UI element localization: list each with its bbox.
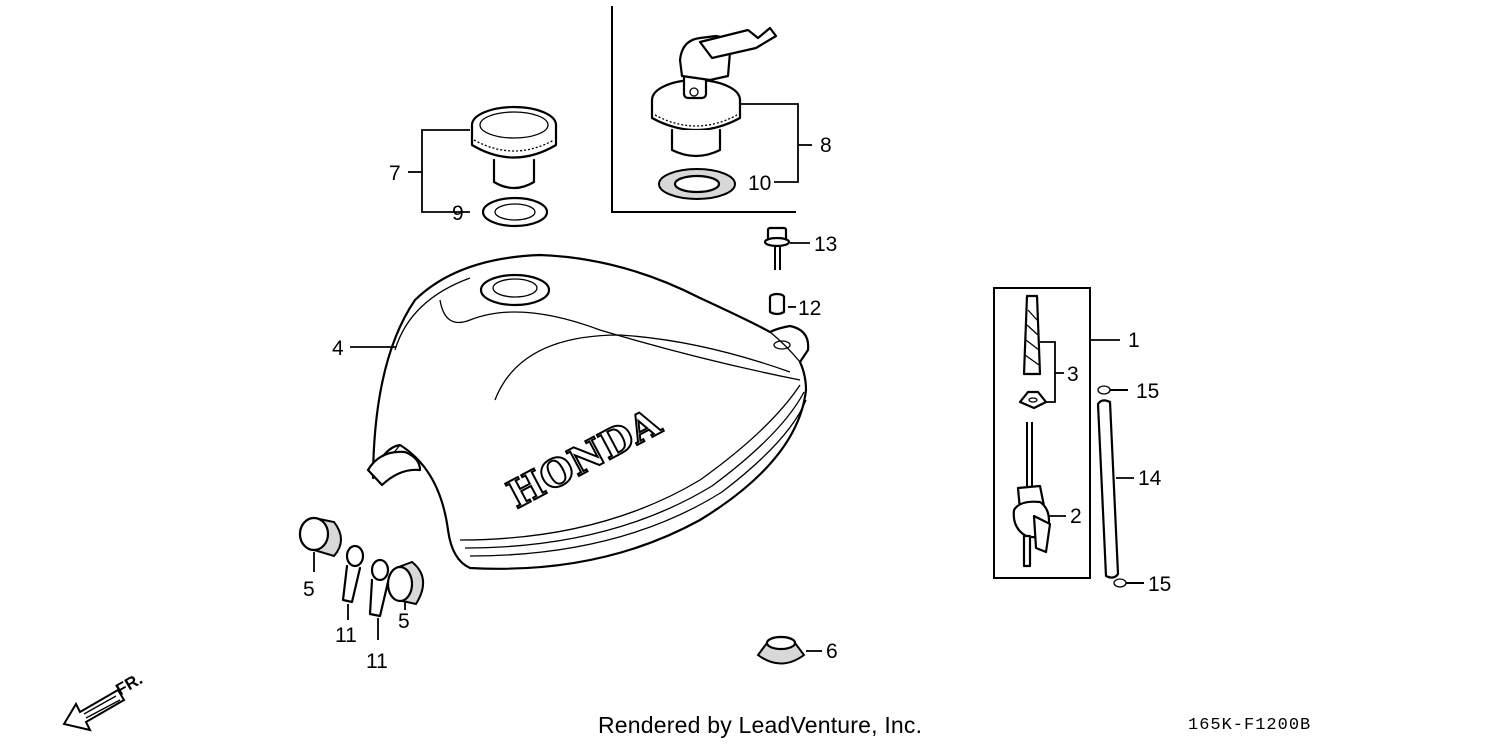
tube-clip-part-15-lower[interactable]	[1113, 578, 1144, 588]
clip-part-11-left[interactable]	[341, 544, 365, 604]
fuel-tank-part-4[interactable]: HONDA	[366, 253, 810, 570]
frame-part-8-group	[611, 6, 796, 213]
callout-9: 9	[452, 202, 464, 225]
front-direction-arrow-icon	[62, 688, 126, 732]
locking-fuel-cap-part-8[interactable]	[650, 26, 778, 158]
callout-8: 8	[820, 134, 832, 157]
bracket-8-10	[740, 103, 812, 183]
diagram-code: 165K-F1200B	[1188, 716, 1312, 735]
callout-1: 1	[1128, 329, 1140, 352]
callout-10: 10	[748, 172, 771, 195]
callout-12: 12	[798, 297, 821, 320]
callout-15-lower: 15	[1148, 573, 1171, 596]
cushion-part-5-left[interactable]	[298, 516, 342, 558]
bracket-3	[1040, 341, 1064, 403]
callout-2: 2	[1070, 505, 1082, 528]
collar-part-12[interactable]	[768, 292, 786, 316]
gasket-part-10[interactable]	[658, 168, 736, 200]
fuel-tube-part-14[interactable]	[1096, 399, 1120, 579]
callout-6: 6	[826, 640, 838, 663]
clip-part-11-right[interactable]	[368, 558, 390, 618]
fuel-valve-part-2[interactable]	[1012, 422, 1052, 568]
callout-3: 3	[1067, 363, 1079, 386]
tube-clip-part-15-upper[interactable]	[1097, 385, 1128, 395]
bracket-7-9	[408, 129, 470, 213]
render-credit: Rendered by LeadVenture, Inc.	[598, 712, 923, 738]
callout-15-upper: 15	[1136, 380, 1159, 403]
strainer-part-3[interactable]	[1018, 294, 1048, 410]
callout-5-right: 5	[398, 610, 410, 633]
fuel-cap-part-7[interactable]	[470, 105, 558, 190]
callout-11-right: 11	[366, 650, 388, 673]
bolt-part-13[interactable]	[763, 226, 791, 270]
gasket-part-9[interactable]	[481, 196, 549, 228]
cushion-part-5-right[interactable]	[386, 560, 424, 606]
callout-5-left: 5	[303, 578, 315, 601]
callout-7: 7	[389, 162, 401, 185]
rubber-mount-part-6[interactable]	[756, 635, 806, 665]
callout-4: 4	[332, 337, 344, 360]
frame-part-1-group	[993, 287, 1091, 579]
callout-11-left: 11	[335, 624, 357, 647]
callout-13: 13	[814, 233, 837, 256]
callout-14: 14	[1138, 467, 1162, 490]
